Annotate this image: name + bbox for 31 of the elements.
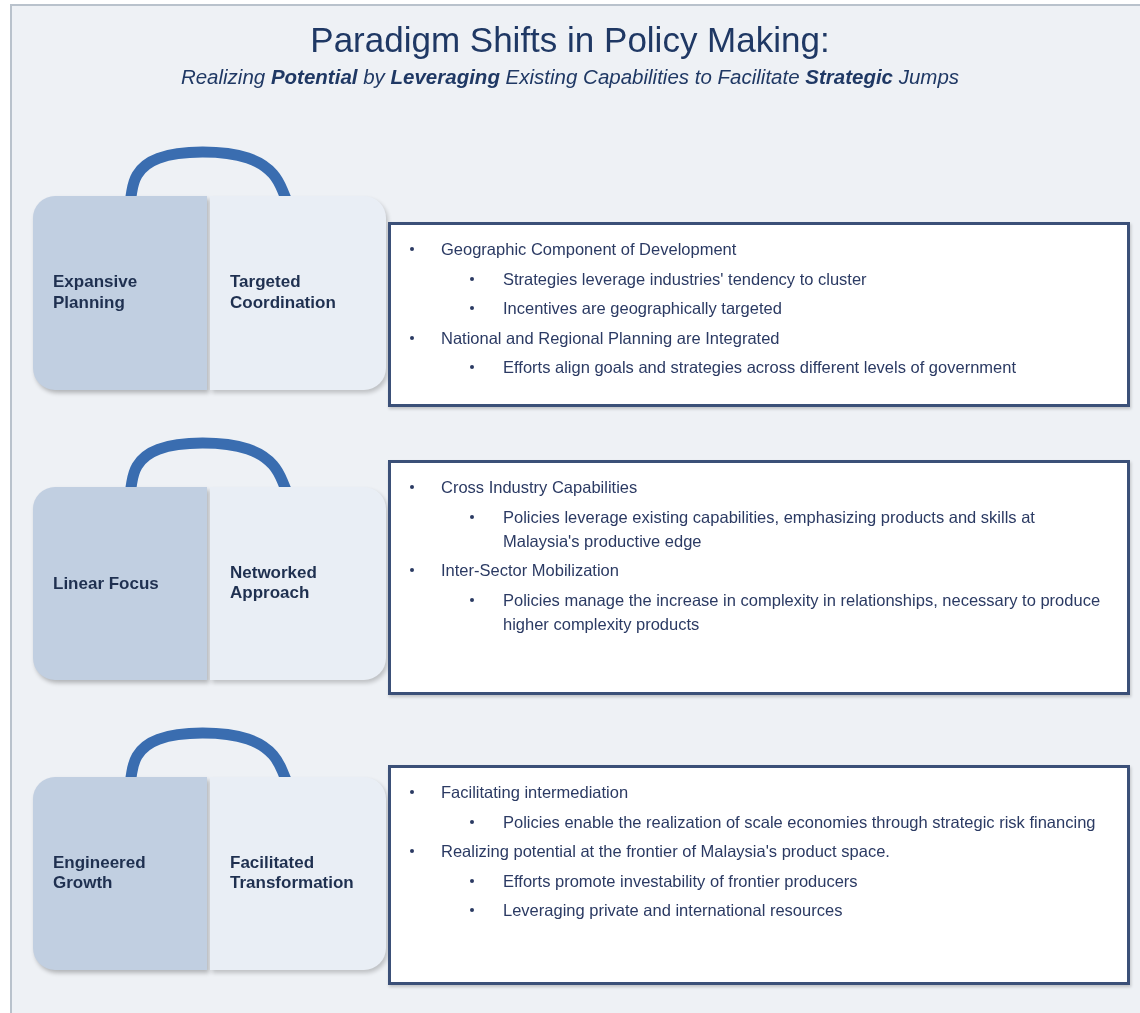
bullet-text: Incentives are geographically targeted — [503, 299, 782, 317]
box-label: Targeted Coordination — [230, 272, 337, 314]
left-box — [33, 487, 207, 680]
title: Paradigm Shifts in Policy Making: — [309, 20, 831, 60]
bullet-text: Cross Industry Capabilities — [441, 478, 638, 496]
text-panel — [388, 765, 1130, 985]
bullet-text: Policies enable the realization of scale economies through strategic risk financing — [503, 812, 1096, 831]
bullet-text: Efforts promote investability of frontier producers — [503, 871, 858, 890]
bullet-text: Policies manage the increase in complexity in relationships, necessary to produce higher complexity products — [503, 590, 1101, 633]
bullet-text: Strategies leverage industries' tendency to cluster — [503, 269, 867, 288]
bullet-text: National and Regional Planning are Integrated — [441, 328, 780, 347]
right-box — [210, 487, 386, 680]
bullet-text: Policies leverage existing capabilities, emphasizing products and skills at Malaysia's productive edge — [503, 507, 1035, 550]
left-box — [33, 196, 207, 390]
bullet-text: Efforts align goals and strategies across different levels of government — [503, 358, 1016, 376]
text-panel — [388, 460, 1130, 695]
bullet-text: Inter-Sector Mobilization — [441, 561, 619, 579]
box-label: Linear Focus — [53, 573, 159, 594]
box-label: Facilitated Transformation — [230, 852, 355, 895]
right-box — [210, 777, 386, 970]
bullet-text: Facilitating intermediation — [441, 783, 629, 801]
box-label: Networked Approach — [230, 562, 318, 605]
left-box — [33, 777, 207, 970]
box-label: Expansive Planning — [53, 272, 139, 314]
box-label: Engineered Growth — [53, 852, 147, 895]
right-box — [210, 196, 386, 390]
bullet-text: Leveraging private and international resources — [503, 901, 843, 919]
text-panel — [388, 222, 1130, 407]
bullet-text: Geographic Component of Development — [441, 240, 737, 258]
bullet-text: Realizing potential at the frontier of Malaysia's product space. — [441, 842, 890, 860]
subtitle: Realizing Potential by Leveraging Existing Capabilities to Facilitate Strategic Jumps — [179, 65, 961, 89]
